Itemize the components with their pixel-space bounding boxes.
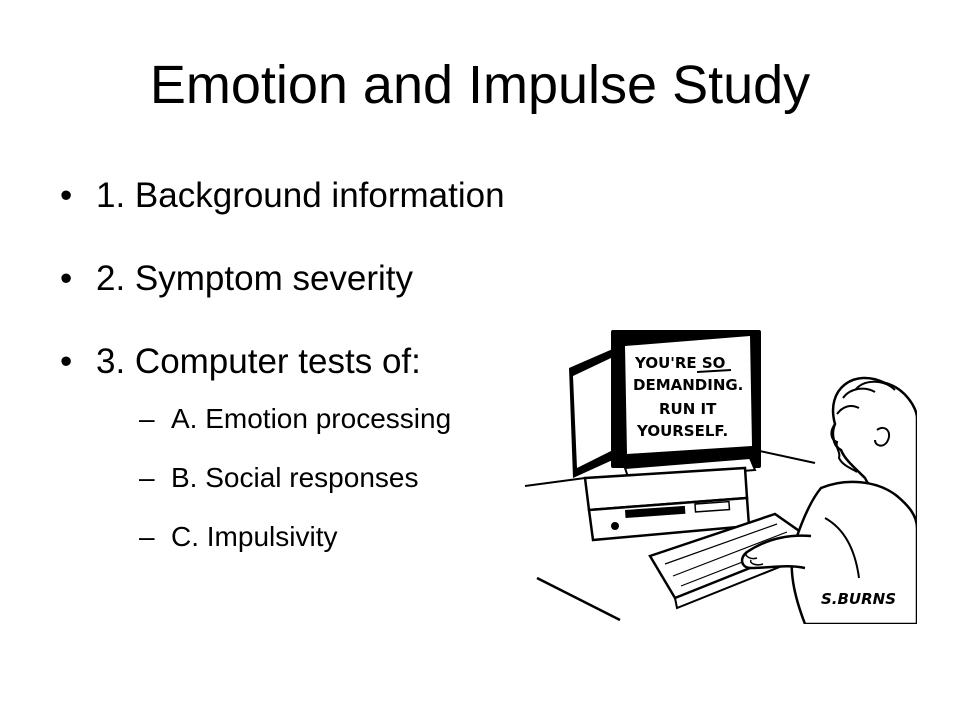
bullet-text: 1. Background information [96, 176, 505, 215]
bullet-marker: • [60, 176, 73, 215]
bullet-list: • 1. Background information • 2. Symptom… [60, 178, 505, 582]
bullet-item: • 3. Computer tests of: –A. Emotion proc… [60, 344, 505, 551]
bullet-marker: • [60, 342, 73, 381]
sub-text: B. Social responses [171, 462, 419, 493]
sub-item: –A. Emotion processing [139, 405, 505, 433]
cartoon-signature: S.BURNS [821, 590, 896, 608]
screen-line-4: YOURSELF. [636, 422, 728, 440]
sub-item: –B. Social responses [139, 464, 505, 492]
sub-text: A. Emotion processing [171, 403, 452, 434]
sub-marker: – [139, 521, 155, 552]
slide-title: Emotion and Impulse Study [149, 55, 811, 115]
sub-item: –C. Impulsivity [139, 523, 505, 551]
computer-cartoon: YOU'RE SO DEMANDING. RUN IT YOURSELF. S.… [525, 330, 917, 624]
sub-marker: – [139, 462, 155, 493]
bullet-marker: • [60, 259, 73, 298]
bullet-text: 3. Computer tests of: [96, 342, 421, 381]
sub-list: –A. Emotion processing –B. Social respon… [96, 405, 505, 551]
sub-text: C. Impulsivity [171, 521, 338, 552]
screen-line-2: DEMANDING. [633, 376, 743, 394]
screen-line-3: RUN IT [659, 400, 717, 418]
bullet-item: • 2. Symptom severity [60, 261, 505, 296]
screen-line-1: YOU'RE SO [634, 354, 725, 372]
bullet-item: • 1. Background information [60, 178, 505, 213]
bullet-text: 2. Symptom severity [96, 259, 414, 298]
sub-marker: – [139, 403, 155, 434]
